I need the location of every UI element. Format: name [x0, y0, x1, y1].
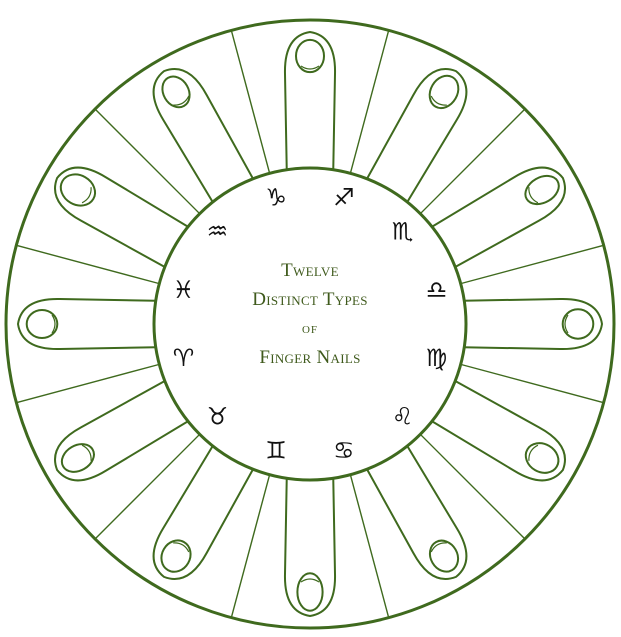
taurus-glyph: ♉ [207, 403, 229, 431]
libra-glyph: ♎ [426, 276, 448, 304]
fingernail-1-round [285, 32, 335, 184]
capricorn-glyph: ♑ [265, 183, 287, 211]
sagittarius-glyph: ♐ [333, 183, 355, 211]
fingernail [563, 309, 594, 338]
title-line-of: of [210, 314, 410, 343]
center-title: Twelve Distinct Types of Finger Nails [210, 256, 410, 372]
fingernail-10-filbert [18, 299, 170, 349]
fingernail [296, 40, 324, 72]
title-line-twelve: Twelve [210, 256, 410, 285]
fingernail-7-long [285, 464, 335, 616]
pisces-glyph: ♓ [173, 276, 195, 304]
title-line-finger-nails: Finger Nails [210, 343, 410, 372]
leo-glyph: ♌ [392, 403, 414, 431]
aquarius-glyph: ♒ [207, 217, 229, 245]
cancer-glyph: ♋ [333, 437, 355, 465]
aries-glyph: ♈ [173, 344, 195, 372]
title-line-distinct-types: Distinct Types [210, 285, 410, 314]
virgo-glyph: ♍ [426, 344, 448, 372]
fingernail [27, 310, 58, 338]
fingernail-4-square [450, 299, 602, 349]
gemini-glyph: ♊ [265, 437, 287, 465]
scorpio-glyph: ♏ [392, 217, 414, 245]
